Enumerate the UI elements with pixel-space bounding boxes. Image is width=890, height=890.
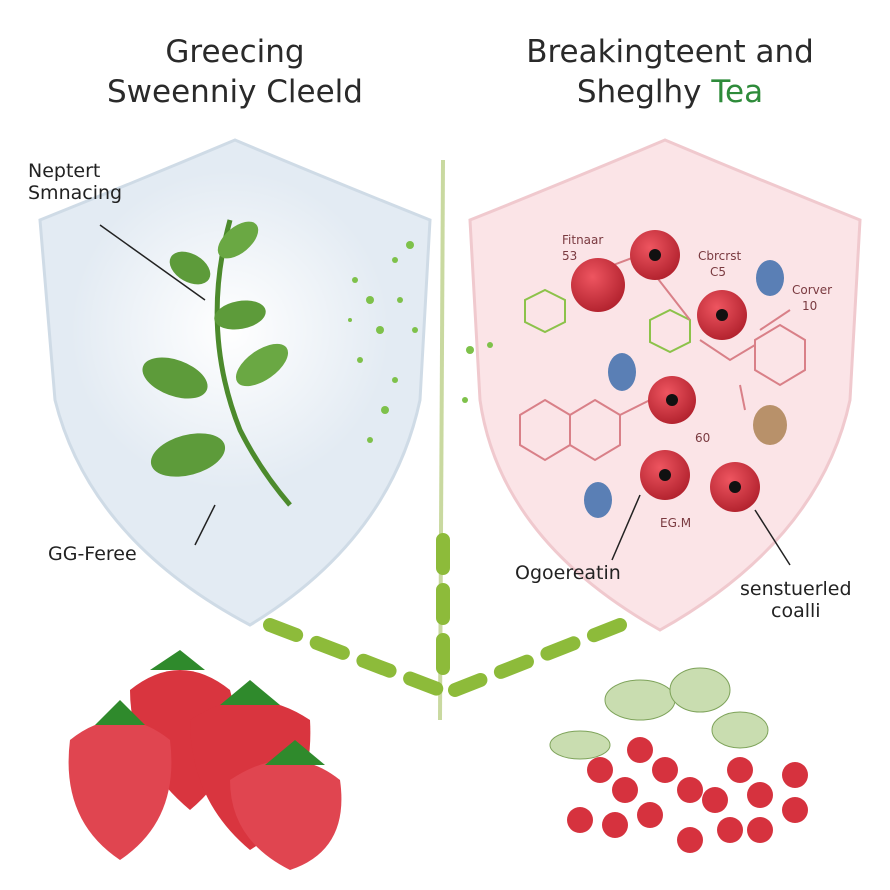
label-ogoereatin: Ogoereatin — [515, 562, 621, 584]
label-fitnaar-line1: Fitnaar — [562, 233, 604, 247]
right-title-line1: Breakingteent and — [526, 34, 814, 70]
dashed-connectors — [263, 533, 627, 697]
red-currants — [549, 667, 808, 853]
label-top-left-line1: Neptert — [28, 160, 101, 182]
green-particles — [348, 241, 493, 443]
label-corver-line2: 10 — [802, 299, 818, 313]
right-title-tea: Tea — [711, 74, 764, 110]
red-berries — [571, 230, 760, 512]
label-fitnaar: Fitnaar 53 — [562, 232, 603, 264]
blue-berries — [584, 260, 784, 518]
right-title: Breakingteent and Sheglhy Tea — [510, 32, 830, 112]
label-corver-line1: Corver — [792, 283, 833, 297]
center-divider — [438, 159, 445, 721]
seed-icon — [753, 405, 787, 445]
label-cbrcrst-line2: C5 — [710, 265, 727, 279]
label-corver: Corver 10 — [792, 282, 832, 314]
label-top-left-line2: Smnacing — [28, 182, 123, 204]
right-title-line2: Sheglhy Tea — [510, 72, 830, 112]
left-title-line1: Greecing — [165, 34, 305, 70]
label-60: 60 — [695, 431, 711, 445]
right-title-word: Sheglhy — [576, 74, 702, 110]
label-senstuerled: senstuerled coalli — [740, 578, 852, 622]
left-title-line2: Sweenniy Cleeld — [107, 74, 363, 110]
label-gg-feree: GG-Feree — [48, 543, 137, 565]
left-title: Greecing Sweenniy Cleeld — [80, 32, 390, 112]
label-cbrcrst-line1: Cbrcrst — [698, 249, 742, 263]
strawberries — [68, 650, 342, 870]
tea-leaf-sprig — [142, 219, 292, 507]
molecule-structures — [519, 254, 806, 462]
label-senstuerled-line1: senstuerled — [740, 578, 852, 600]
label-egm: EG.M — [660, 516, 692, 530]
label-senstuerled-line2: coalli — [771, 600, 821, 622]
label-top-left: Neptert Smnacing — [28, 160, 122, 204]
label-fitnaar-line2: 53 — [562, 249, 578, 263]
